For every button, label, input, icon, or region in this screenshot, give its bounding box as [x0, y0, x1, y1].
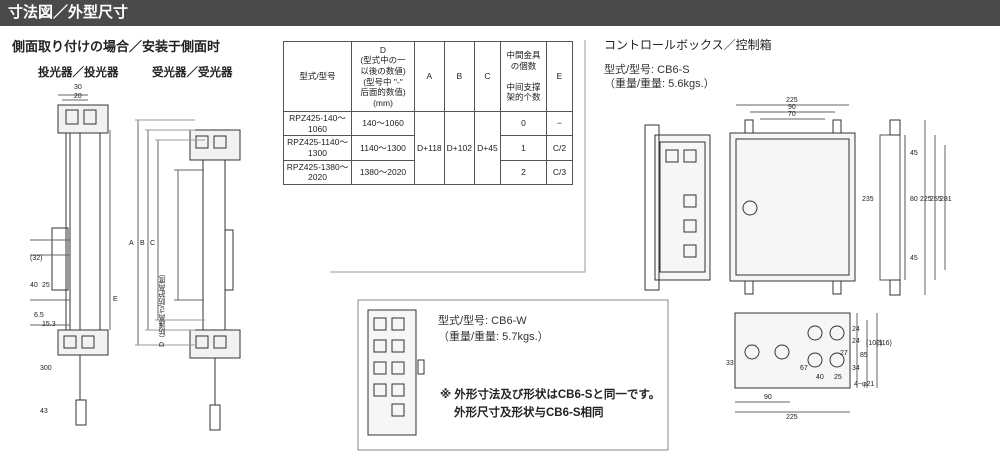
- dim-a: A: [129, 240, 134, 247]
- dim-225-top: 225: [786, 97, 798, 104]
- cb6s-model: 型式/型号: CB6-S: [604, 64, 690, 76]
- dim-32: (32): [30, 255, 43, 262]
- dim-6-5: 6.5: [34, 312, 44, 319]
- dim-43: 43: [40, 408, 48, 415]
- receiver-drawing: [135, 119, 241, 431]
- table-cell: RPZ425-1380〜2020: [283, 159, 352, 185]
- dimension-table: 型式/型号 D (型式中の一 以後の数値) (型号中 "-" 后面的数值) (m…: [283, 41, 573, 185]
- dim-27: 27: [840, 350, 848, 357]
- dim-24b: 24: [852, 338, 860, 345]
- dim-102: (102): [866, 340, 883, 347]
- dim-80: 80: [910, 196, 918, 203]
- receiver-label: 受光器／受光器: [152, 67, 233, 79]
- dim-45-top: 45: [910, 150, 918, 157]
- dim-33: 33: [726, 360, 734, 367]
- dim-c: C: [150, 240, 156, 247]
- table-cell: C/3: [545, 159, 573, 185]
- cb6w-weight: （重量/重量: 5.7kgs.）: [438, 331, 549, 343]
- dim-45-bot: 45: [910, 255, 918, 262]
- dim-255: 255: [930, 196, 942, 203]
- cb6w-model: 型式/型号: CB6-W: [438, 315, 527, 327]
- th-d: D (型式中の一 以後の数値) (型号中 "-" 后面的数值) (mm): [351, 41, 415, 112]
- table-cell: D+102: [443, 111, 475, 185]
- cb6w-drawing: [367, 309, 425, 436]
- dim-holes: 4−φ21: [854, 381, 875, 388]
- table-cell: D+118: [414, 111, 445, 185]
- dim-300: 300: [40, 365, 52, 372]
- dim-235: 235: [862, 196, 874, 203]
- emitter-label: 投光器／投光器: [38, 67, 119, 79]
- dim-20: 20: [74, 93, 82, 100]
- dim-e: E: [113, 296, 118, 303]
- table-cell: 1380〜2020: [351, 159, 415, 185]
- dim-70-top: 70: [788, 111, 796, 118]
- dim-225-side: 225: [920, 196, 932, 203]
- th-e: E: [545, 41, 573, 112]
- dim-25: 25: [42, 282, 50, 289]
- dim-25: 25: [834, 374, 842, 381]
- control-box-title: コントロールボックス／控制箱: [604, 38, 772, 52]
- table-cell: 2: [499, 159, 547, 185]
- th-mid: 中間金具 の個数 中间支撑 架的个数: [499, 41, 547, 112]
- dim-40: 40: [816, 374, 824, 381]
- cb6w-note-zh: 外形尺寸及形状与CB6-S相同: [454, 407, 604, 419]
- dim-40: 40: [30, 282, 38, 289]
- dim-67: 67: [800, 365, 808, 372]
- dim-90-bot: 90: [764, 394, 772, 401]
- table-cell: 140〜1060: [351, 110, 415, 137]
- side-mount-title: 側面取り付けの場合／安装于側面时: [12, 39, 221, 54]
- control-box-bottom: [734, 312, 878, 413]
- th-c: C: [473, 41, 501, 112]
- control-box-front: [644, 104, 946, 296]
- dim-90-top: 90: [788, 104, 796, 111]
- section-header: 寸法図／外型尺寸: [0, 0, 1000, 26]
- dim-b: B: [140, 240, 145, 247]
- table-cell: 0: [499, 110, 547, 137]
- dim-281: 281: [940, 196, 952, 203]
- th-b: B: [443, 41, 475, 112]
- dim-24a: 24: [852, 326, 860, 333]
- dim-85: 85: [860, 352, 868, 359]
- dim-116: (116): [876, 340, 892, 347]
- dim-34: 34: [852, 365, 860, 372]
- cb6w-note-ja: ※ 外形寸法及び形状はCB6-Sと同一です。: [440, 389, 661, 401]
- dim-225-bot: 225: [786, 414, 798, 421]
- emitter-drawing: [30, 94, 111, 426]
- dim-30: 30: [74, 84, 82, 91]
- cb6s-weight: （重量/重量: 5.6kgs.）: [604, 78, 715, 90]
- dim-15-3: 15.3: [42, 321, 56, 328]
- dim-d: D（防護高さ/防护高度）: [159, 270, 166, 347]
